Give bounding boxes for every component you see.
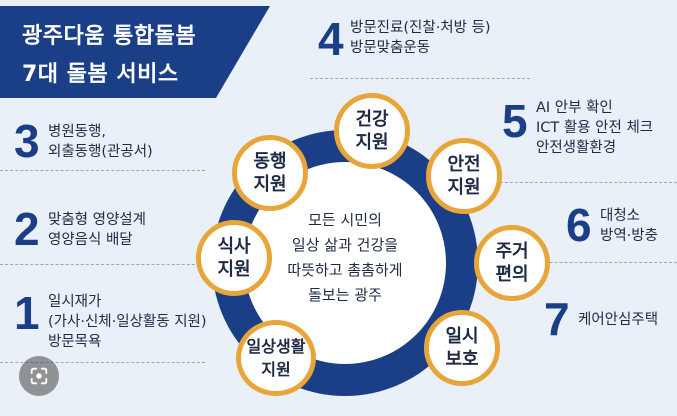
node-label: 보호 [445, 349, 479, 370]
service-number-6: 6 [566, 199, 592, 251]
service-3-line: 병원동행, [48, 124, 106, 140]
service-5-line: ICT 활용 안전 체크 [536, 120, 654, 136]
service-4-line: 방문맞춤운동 [350, 40, 431, 56]
service-5-line: 안전생활환경 [536, 140, 617, 156]
service-5-line: AI 안부 확인 [536, 100, 613, 116]
node-label: 식사 [217, 236, 251, 257]
image-search-icon[interactable] [19, 356, 59, 396]
divider [0, 264, 205, 265]
divider [310, 78, 530, 79]
service-1-line: 방문목욕 [48, 334, 102, 350]
node-label: 지원 [261, 360, 291, 379]
service-2-line: 맞춤형 영양설계 [48, 212, 146, 228]
service-number-7: 7 [544, 293, 570, 345]
title-banner: 광주다움 통합돌봄 7대 돌봄 서비스 [0, 6, 270, 98]
service-number-3: 3 [14, 115, 40, 167]
node-label: 일시 [445, 326, 479, 347]
service-6-line: 대청소 [600, 208, 641, 224]
service-1-line: (가사·신체·일상활동 지원) [48, 314, 207, 330]
center-line: 모든 시민의 [308, 211, 382, 229]
node-label: 주거 [495, 241, 529, 262]
service-number-1: 1 [14, 287, 40, 339]
node-label: 안전 [447, 154, 481, 175]
service-number-4: 4 [318, 13, 344, 65]
title-line-2: 7대 돌봄 서비스 [22, 62, 179, 87]
service-7-text: 케어안심주택 [578, 310, 658, 330]
center-line: 일상 삶과 건강을 [291, 236, 399, 254]
service-7-line: 케어안심주택 [578, 312, 659, 328]
center-line: 돌보는 광주 [308, 286, 382, 304]
divider [0, 170, 205, 171]
lens-icon [30, 367, 48, 385]
divider [480, 182, 677, 183]
title-line-1: 광주다움 통합돌봄 [22, 24, 197, 49]
node-label: 동행 [253, 151, 287, 172]
node-label: 지원 [355, 132, 389, 153]
node-label: 건강 [355, 109, 389, 130]
service-number-5: 5 [502, 95, 528, 147]
service-6-line: 방역·방충 [600, 228, 658, 244]
service-5-text: AI 안부 확인 ICT 활용 안전 체크 안전생활환경 [536, 98, 653, 158]
node-label: 일상생활 [246, 337, 306, 356]
divider [480, 262, 677, 263]
node-label: 지원 [253, 174, 287, 195]
node-label: 편의 [495, 264, 529, 285]
service-1-text: 일시재가 (가사·신체·일상활동 지원) 방문목욕 [48, 292, 207, 352]
service-2-line: 영양음식 배달 [48, 232, 133, 248]
center-message: 모든 시민의 일상 삶과 건강을 따뜻하고 촘촘하게 돌보는 광주 [244, 208, 446, 308]
service-4-line: 방문진료(진찰·처방 등) [350, 20, 491, 36]
center-line: 따뜻하고 촘촘하게 [287, 261, 403, 279]
service-2-text: 맞춤형 영양설계 영양음식 배달 [48, 210, 146, 250]
service-number-2: 2 [14, 203, 40, 255]
service-6-text: 대청소 방역·방충 [600, 206, 658, 246]
service-1-line: 일시재가 [48, 294, 102, 310]
service-3-text: 병원동행, 외출동행(관공서) [48, 122, 153, 162]
node-label: 지원 [447, 177, 481, 198]
service-3-line: 외출동행(관공서) [48, 144, 153, 160]
divider [0, 362, 205, 363]
node-label: 지원 [217, 259, 251, 280]
service-4-text: 방문진료(진찰·처방 등) 방문맞춤운동 [350, 18, 491, 58]
